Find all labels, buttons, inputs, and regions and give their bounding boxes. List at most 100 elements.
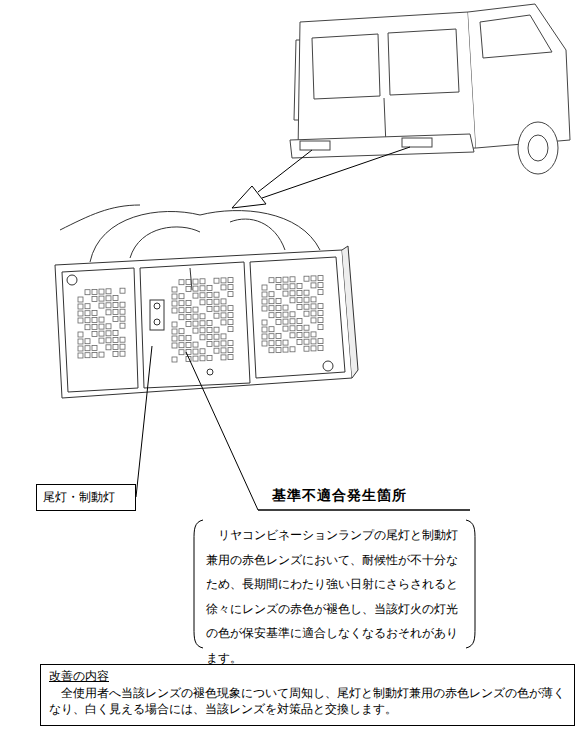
lens-cell [228, 327, 233, 332]
lens-cell [311, 346, 316, 351]
lens-cell [85, 325, 90, 330]
lens-cell [311, 332, 316, 337]
lens-cell [172, 343, 177, 348]
lens-cell [186, 307, 191, 312]
lens-cell [276, 312, 281, 317]
lens-cell [228, 355, 233, 360]
lens-cell [214, 327, 219, 332]
lens-cell [78, 297, 83, 302]
heading-underline [258, 509, 470, 511]
lens-cell [193, 349, 198, 354]
remedy-box: 改善の内容全使用者へ当該レンズの褪色現象について周知し、尾灯と制動灯兼用の赤色レ… [40, 664, 575, 726]
lens-cell [221, 341, 226, 346]
lens-cell [207, 335, 212, 340]
lens-cell [78, 318, 83, 323]
lens-cell [304, 346, 309, 351]
lens-cell [85, 339, 90, 344]
lens-cell [172, 294, 177, 299]
lens-cell [78, 304, 83, 309]
lens-cell [106, 331, 111, 336]
lens-cell [113, 303, 118, 308]
lens-cell [172, 336, 177, 341]
lens-cell [120, 323, 125, 328]
lens-cell [120, 337, 125, 342]
lens-cell [290, 312, 295, 317]
lens-cell [106, 289, 111, 294]
lens-cell [214, 334, 219, 339]
lens-cell [120, 344, 125, 349]
lens-cell [78, 311, 83, 316]
lens-cell [304, 325, 309, 330]
lens-cell [311, 318, 316, 323]
lens-cell [290, 291, 295, 296]
lens-cell [318, 325, 323, 330]
lens-cell [318, 304, 323, 309]
lens-cell [92, 331, 97, 336]
lens-cell [200, 314, 205, 319]
lens-cell [99, 317, 104, 322]
lens-cell [193, 342, 198, 347]
lens-cell [283, 291, 288, 296]
lens-cell [304, 332, 309, 337]
lens-cell [214, 341, 219, 346]
lens-cell [120, 302, 125, 307]
lens-cell [262, 320, 267, 325]
lens-cell [106, 345, 111, 350]
lens-cell [179, 294, 184, 299]
lens-cell [92, 352, 97, 357]
lens-cell [207, 356, 212, 361]
lens-cell [207, 286, 212, 291]
lens-cell [193, 321, 198, 326]
lens-cell [269, 341, 274, 346]
lens-cell [200, 328, 205, 333]
lens-cell [214, 299, 219, 304]
lens-cell [283, 312, 288, 317]
lens-cell [200, 349, 205, 354]
lens-cell [290, 347, 295, 352]
lens-cell [304, 339, 309, 344]
lens-cell [276, 319, 281, 324]
lens-cell [113, 296, 118, 301]
lens-cell [304, 297, 309, 302]
lens-cell [297, 340, 302, 345]
lens-cell [186, 335, 191, 340]
label-wrap: 基準不適合発生箇所 [272, 487, 468, 505]
lens-cell [297, 326, 302, 331]
lens-cell [318, 311, 323, 316]
lens-cell [276, 298, 281, 303]
lens-cell [78, 332, 83, 337]
lens-cell [221, 278, 226, 283]
lens-cell [200, 356, 205, 361]
lens-cell [262, 306, 267, 311]
lens-cell [113, 352, 118, 357]
lens-cell [262, 334, 267, 339]
lens-cell [228, 313, 233, 318]
lens-cell [311, 304, 316, 309]
lens-cell [92, 310, 97, 315]
lens-cell [283, 305, 288, 310]
lens-cell [179, 336, 184, 341]
lens-cell [318, 290, 323, 295]
lens-cell [193, 356, 198, 361]
lens-cell [113, 338, 118, 343]
lens-cell [99, 352, 104, 357]
lens-cell [92, 324, 97, 329]
lens-cell [304, 276, 309, 281]
lens-cell [304, 290, 309, 295]
lens-cell [172, 301, 177, 306]
lens-cell [106, 324, 111, 329]
lens-cell [269, 278, 274, 283]
lens-cell [283, 319, 288, 324]
defect-note: リヤコンビネーションランプの尾灯と制動灯兼用の赤色レンズにおいて、耐候性が不十分… [206, 523, 464, 670]
lens-cell [290, 333, 295, 338]
lens-cell [179, 350, 184, 355]
lens-cell [262, 292, 267, 297]
lens-cell [311, 283, 316, 288]
lens-cell [186, 321, 191, 326]
lens-cell [276, 277, 281, 282]
lens-cell [311, 339, 316, 344]
lens-cell [120, 309, 125, 314]
section-heading: 基準不適合発生箇所 [272, 487, 468, 505]
lens-cell [318, 283, 323, 288]
